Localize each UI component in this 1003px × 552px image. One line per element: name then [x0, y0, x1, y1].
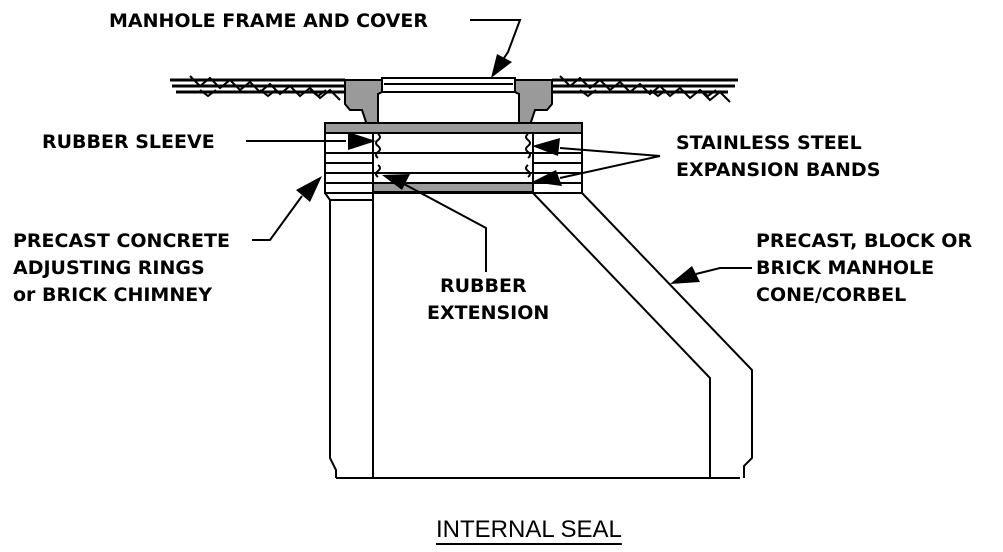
- leader-expansion-bands: [532, 138, 661, 186]
- label-rubber-ext-line1: RUBBER: [440, 275, 527, 297]
- label-rubber-sleeve: RUBBER SLEEVE: [42, 131, 215, 153]
- manhole-cover: [381, 77, 516, 93]
- leader-frame-cover: [470, 19, 522, 78]
- figure-title: INTERNAL SEAL: [436, 516, 622, 543]
- label-precast-rings-line1: PRECAST CONCRETE: [13, 230, 230, 252]
- label-cone-line3: CONE/CORBEL: [756, 284, 906, 306]
- label-rubber-ext-line2: EXTENSION: [427, 302, 549, 324]
- label-precast-rings-line2: ADJUSTING RINGS: [13, 257, 205, 279]
- label-cone-line1: PRECAST, BLOCK OR: [756, 230, 972, 252]
- label-stainless-line1: STAINLESS STEEL: [676, 132, 862, 154]
- adjusting-rings: [324, 122, 583, 194]
- manhole-frame: [344, 79, 553, 129]
- leader-cone: [670, 266, 752, 284]
- manhole-cone: [324, 192, 753, 479]
- leader-adjusting-rings: [252, 176, 322, 241]
- label-stainless-line2: EXPANSION BANDS: [676, 159, 880, 181]
- label-frame-cover: MANHOLE FRAME AND COVER: [109, 10, 428, 32]
- ground-surface-left: [170, 75, 345, 101]
- leader-rubber-sleeve: [246, 132, 376, 150]
- label-cone-line2: BRICK MANHOLE: [756, 257, 934, 279]
- label-precast-rings-line3: or BRICK CHIMNEY: [13, 284, 212, 306]
- leader-rubber-extension: [382, 174, 487, 272]
- ground-surface-right: [552, 75, 738, 103]
- rubber-sleeve: [375, 133, 531, 178]
